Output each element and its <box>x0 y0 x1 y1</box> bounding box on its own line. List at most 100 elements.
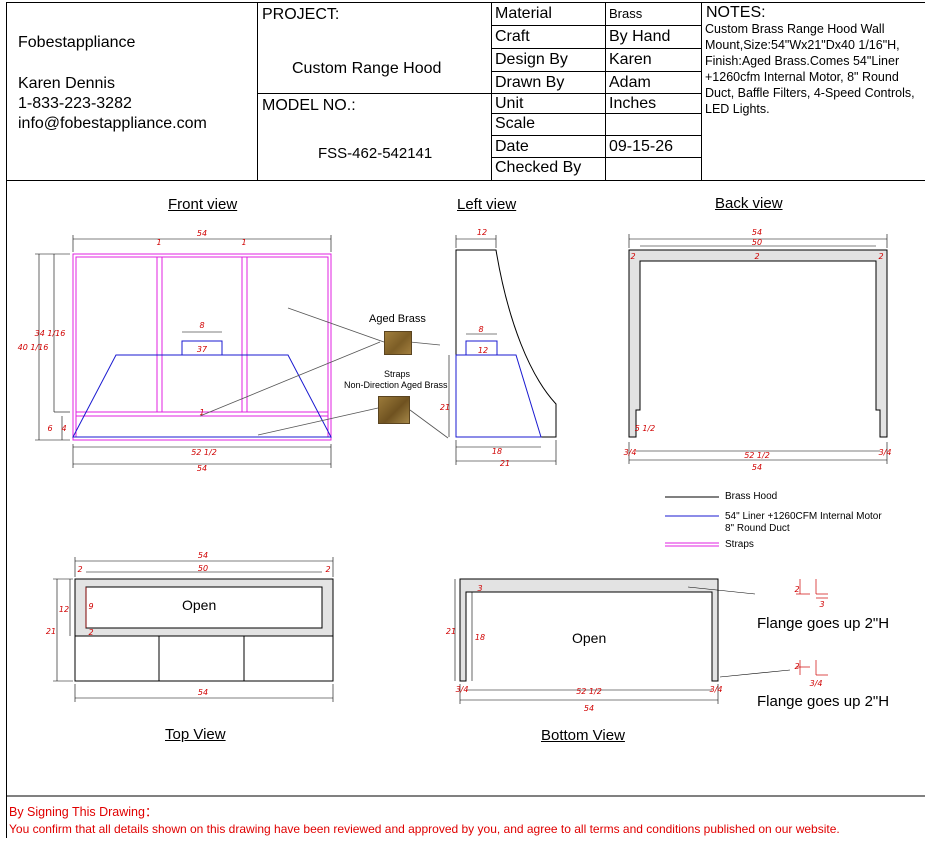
field-row-line <box>491 93 701 94</box>
top-bottom-dim: 54 <box>198 688 208 697</box>
top-wall-dim: 2 <box>88 628 93 637</box>
top-outer-dim: 54 <box>198 551 208 560</box>
field-row-line <box>491 113 701 114</box>
field-value-date: 09-15-26 <box>609 138 674 155</box>
front-view-title: Front view <box>168 196 238 213</box>
left-duct-inner-dim: 12 <box>478 346 488 355</box>
field-label-drawn-by: Drawn By <box>495 74 565 91</box>
left-duct-dim: 8 <box>478 325 483 334</box>
front-liner-top-dim: 37 <box>197 345 208 354</box>
top-wall-dim: 2 <box>77 565 82 574</box>
model-number: FSS-462-542141 <box>318 145 433 162</box>
field-row-line <box>491 48 701 49</box>
bottom-open-label: Open <box>572 630 607 646</box>
bottom-inner-depth-dim: 18 <box>475 633 485 642</box>
field-row-line <box>491 135 701 136</box>
front-side-height-dim: 34 1/16 <box>35 329 66 338</box>
titleblock-divider <box>491 2 492 180</box>
company-name: Fobestappliance <box>18 34 136 51</box>
front-liner <box>72 340 332 438</box>
front-liner-bottom-dim: 52 1/2 <box>191 448 217 457</box>
flange-detail-top <box>796 579 828 599</box>
back-inner-dim: 50 <box>752 238 762 247</box>
non-direction-brass-swatch <box>378 396 410 424</box>
notes-text: Custom Brass Range Hood Wall Mount,Size:… <box>705 22 915 116</box>
titleblock-top-border <box>6 2 925 3</box>
top-depth-dim: 21 <box>46 627 56 636</box>
top-view-title: Top View <box>165 726 226 743</box>
flange-dim-a: 2 <box>794 585 799 594</box>
field-label-design-by: Design By <box>495 51 568 68</box>
front-view: 54 1 1 8 37 1 52 1/2 54 40 1/16 34 1/16 … <box>18 229 332 473</box>
back-wall-dim: 2 <box>630 252 635 261</box>
back-view: 54 50 2 2 2 5 1/2 3/4 3/4 52 1/2 54 <box>624 228 892 472</box>
contact-email: info@fobestappliance.com <box>18 115 207 132</box>
flange-dim-c: 2 <box>794 662 799 671</box>
top-inner-dim: 50 <box>198 564 208 573</box>
left-depth-dim: 21 <box>500 459 510 468</box>
bottom-depth-dim: 21 <box>446 627 456 636</box>
notes-title: NOTES: <box>706 4 766 21</box>
straps-label: Straps <box>384 369 411 379</box>
field-value-material: Brass <box>609 6 643 21</box>
back-outer-bottom-dim: 54 <box>752 463 762 472</box>
back-foot-dim: 3/4 <box>624 448 637 457</box>
field-row-line <box>491 25 701 26</box>
footer-signing-title: By Signing This Drawing： <box>9 805 158 819</box>
field-label-checked-by: Checked By <box>495 159 582 176</box>
front-bottom-width-dim: 54 <box>197 464 207 473</box>
aged-brass-label: Aged Brass <box>369 313 426 325</box>
back-bottom-dim: 52 1/2 <box>744 451 770 460</box>
left-bottom-dim: 18 <box>492 447 502 456</box>
front-bottom-inner-dim: 4 <box>61 424 66 433</box>
bottom-wall-dim: 3 <box>477 584 482 593</box>
flange-detail-bottom <box>796 660 828 676</box>
field-label-craft: Craft <box>495 28 530 45</box>
titleblock-divider <box>605 2 606 180</box>
left-view: 12 8 12 21 18 21 <box>440 228 557 468</box>
straps-finish-label: Non-Direction Aged Brass <box>344 380 448 390</box>
front-strap-dim: 1 <box>156 238 161 247</box>
field-value-design-by: Karen <box>609 51 652 68</box>
top-open-label: Open <box>182 597 217 613</box>
front-duct-dim: 8 <box>199 321 204 330</box>
contact-name: Karen Dennis <box>18 75 115 92</box>
front-total-height-dim: 40 1/16 <box>18 343 49 352</box>
left-view-title: Left view <box>457 196 517 213</box>
legend-liner-duct: 8" Round Duct <box>725 523 790 534</box>
flange-note-top: Flange goes up 2"H <box>757 615 890 632</box>
top-opening-depth-dim: 9 <box>88 602 93 611</box>
front-strap-dim: 1 <box>241 238 246 247</box>
back-wall-dim: 2 <box>754 252 759 261</box>
titleblock-divider <box>701 2 702 180</box>
legend-straps: Straps <box>725 539 754 550</box>
field-value-drawn-by: Adam <box>609 74 651 91</box>
legend-lines <box>665 496 719 547</box>
field-value-craft: By Hand <box>609 28 671 45</box>
contact-phone: 1-833-223-3282 <box>18 95 132 112</box>
field-label-scale: Scale <box>495 115 536 132</box>
flange-dim-d: 3/4 <box>810 679 823 688</box>
footer-terms: You confirm that all details shown on th… <box>9 822 840 836</box>
titleblock-bottom-border <box>6 180 925 181</box>
front-width-dim: 54 <box>197 229 207 238</box>
top-wall-dim: 2 <box>325 565 330 574</box>
left-height-dim: 21 <box>440 403 450 412</box>
finish-leaders <box>199 307 449 439</box>
bottom-view: 3 21 18 3/4 3/4 52 1/2 54 2 3 2 3/4 <box>446 578 828 713</box>
titleblock-divider <box>257 2 258 180</box>
model-label: MODEL NO.: <box>262 97 356 114</box>
field-row-line <box>491 71 701 72</box>
legend-liner: 54" Liner +1260CFM Internal Motor <box>725 511 882 522</box>
bottom-foot-dim: 3/4 <box>710 685 723 694</box>
project-label: PROJECT: <box>262 6 340 23</box>
front-bottom-outer-dim: 6 <box>47 424 52 433</box>
front-strap-dim: 1 <box>199 408 204 417</box>
top-depth-inner-dim: 12 <box>59 605 69 614</box>
bottom-view-title: Bottom View <box>541 727 625 744</box>
bottom-inner-dim: 52 1/2 <box>576 687 602 696</box>
sheet-left-border <box>6 2 7 838</box>
back-view-title: Back view <box>715 195 783 212</box>
